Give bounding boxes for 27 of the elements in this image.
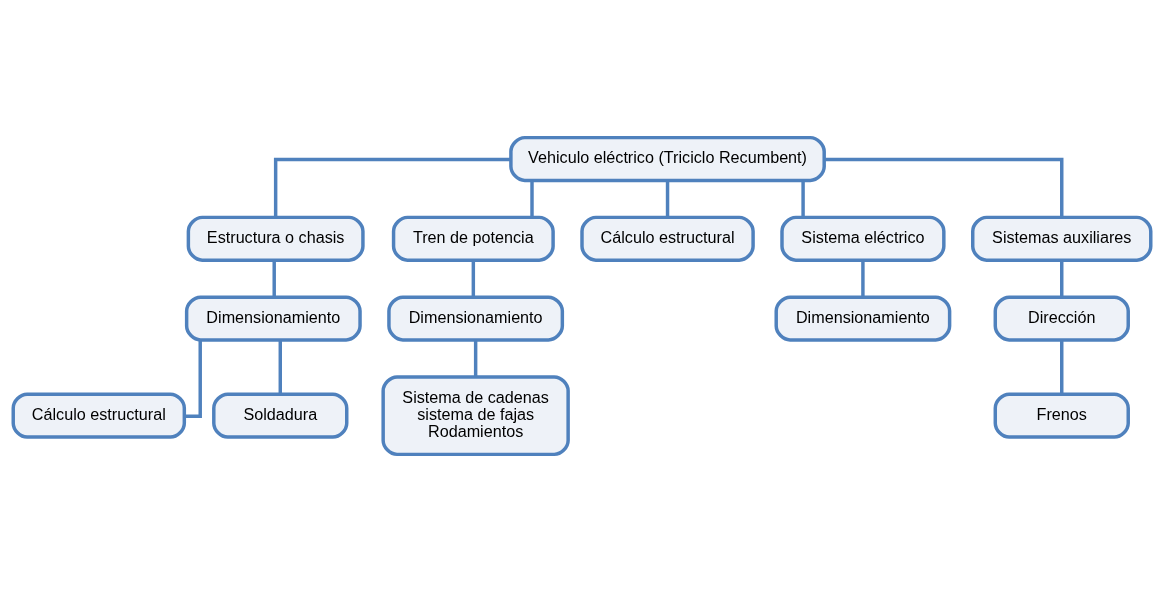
node-box: Frenos bbox=[993, 392, 1130, 439]
connector bbox=[801, 180, 805, 217]
connector bbox=[1060, 340, 1064, 395]
connector bbox=[1060, 260, 1064, 297]
connector bbox=[278, 340, 282, 395]
connector bbox=[530, 180, 534, 217]
node-box: Estructura o chasis bbox=[186, 215, 365, 262]
node-box: Dimensionamiento bbox=[184, 295, 362, 342]
node-box: Soldadura bbox=[212, 392, 349, 439]
node-box: Dirección bbox=[993, 295, 1130, 342]
node-box: Vehiculo eléctrico (Triciclo Recumbent) bbox=[509, 135, 826, 183]
node-box: Cálculo estructural bbox=[580, 215, 755, 262]
node-box: Sistema eléctrico bbox=[780, 215, 946, 262]
node-box: Tren de potencia bbox=[391, 215, 555, 262]
connector bbox=[272, 260, 276, 297]
connector bbox=[471, 260, 476, 297]
node-box: Sistemas auxiliares bbox=[971, 215, 1153, 262]
connector bbox=[473, 340, 478, 377]
node-box: Dimensionamiento bbox=[387, 295, 565, 342]
node-box: Cálculo estructural bbox=[11, 392, 187, 439]
connector bbox=[273, 157, 511, 218]
connector bbox=[824, 157, 1064, 218]
connector bbox=[665, 180, 670, 217]
node-box: Dimensionamiento bbox=[774, 295, 952, 342]
connector bbox=[184, 340, 202, 418]
connector bbox=[861, 260, 865, 297]
node-box: Sistema de cadenas sistema de fajas Rodamientos bbox=[381, 375, 570, 457]
